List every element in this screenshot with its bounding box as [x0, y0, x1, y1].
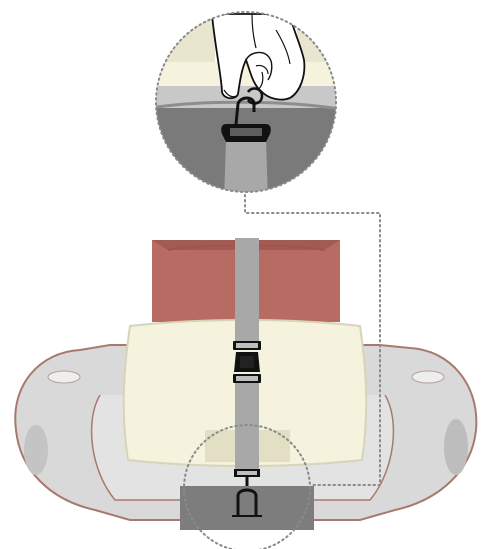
detail-callout — [155, 11, 337, 193]
callout-strap — [224, 140, 268, 192]
strap-buckle — [233, 341, 261, 383]
hook-loop — [236, 488, 258, 516]
left-wing-highlight — [47, 370, 81, 384]
callout-connector — [244, 189, 381, 486]
tether-strap-lower-overlay — [235, 430, 259, 472]
hook-icon — [232, 469, 262, 517]
callout-border — [155, 11, 337, 193]
seat-base — [180, 486, 314, 530]
right-side-shade — [444, 419, 468, 475]
hand-shape — [211, 13, 306, 101]
hand-icon — [211, 13, 306, 101]
tether-strap-upper — [235, 238, 259, 350]
left-side-shade — [24, 425, 48, 475]
car-seat — [14, 238, 478, 549]
detail-focus-circle — [183, 424, 311, 549]
right-wing-highlight — [411, 370, 445, 384]
